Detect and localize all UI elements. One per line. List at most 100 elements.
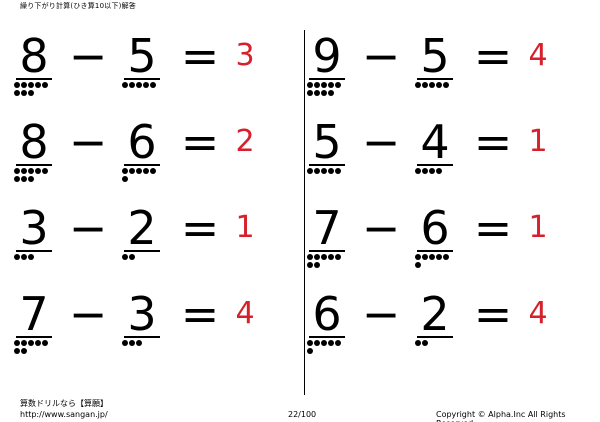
counting-dot <box>42 82 48 88</box>
counting-dot <box>415 340 421 346</box>
equals-sign: = <box>473 115 513 169</box>
answer-value: 1 <box>528 210 548 245</box>
operand-underline <box>124 78 160 80</box>
operand-digit: 4 <box>420 115 450 169</box>
operand-underline <box>417 250 453 252</box>
counting-dot <box>314 254 320 260</box>
counting-dot <box>42 340 48 346</box>
counting-dot <box>314 168 320 174</box>
equals-sign: = <box>180 287 220 341</box>
dot-row <box>122 176 166 183</box>
operand-subtrahend: 3 <box>120 288 164 368</box>
counting-dots <box>415 340 459 348</box>
operand-minuend: 6 <box>305 288 349 368</box>
counting-dot <box>129 340 135 346</box>
counting-dot <box>21 90 27 96</box>
counting-dot <box>129 168 135 174</box>
operand-minuend: 3 <box>12 202 56 282</box>
counting-dot <box>328 90 334 96</box>
dot-row <box>14 82 58 89</box>
counting-dot <box>122 340 128 346</box>
equals-sign: = <box>473 201 513 255</box>
minus-sign: − <box>361 29 401 83</box>
counting-dots <box>122 254 166 262</box>
operand-minuend: 5 <box>305 116 349 196</box>
counting-dot <box>136 168 142 174</box>
counting-dot <box>129 254 135 260</box>
operand-underline <box>309 250 345 252</box>
counting-dot <box>21 340 27 346</box>
counting-dot <box>28 340 34 346</box>
minus-sign: − <box>68 29 108 83</box>
counting-dot <box>21 168 27 174</box>
counting-dot <box>314 90 320 96</box>
equals-sign: = <box>180 29 220 83</box>
answer-value: 3 <box>235 38 255 73</box>
counting-dot <box>14 90 20 96</box>
counting-dots <box>415 168 459 176</box>
dot-row <box>415 168 459 175</box>
page-title: 繰り下がり計算(ひき算10以下)解答 <box>20 2 136 10</box>
problem-row: 8−6=2 <box>12 116 302 196</box>
counting-dot <box>321 340 327 346</box>
counting-dot <box>21 254 27 260</box>
equals-sign: = <box>473 287 513 341</box>
answer-value: 2 <box>235 124 255 159</box>
operand-subtrahend: 2 <box>413 288 457 368</box>
footer-site-name: 算数ドリルなら【算願】 <box>20 399 108 408</box>
operand-digit: 5 <box>312 115 342 169</box>
operand-underline <box>417 78 453 80</box>
counting-dot <box>443 82 449 88</box>
counting-dot <box>21 82 27 88</box>
problem-row: 3−2=1 <box>12 202 302 282</box>
counting-dots <box>122 340 166 348</box>
counting-dot <box>14 176 20 182</box>
counting-dot <box>422 340 428 346</box>
counting-dots <box>14 168 58 184</box>
operand-subtrahend: 5 <box>120 30 164 110</box>
dot-row <box>307 254 351 261</box>
counting-dot <box>14 254 20 260</box>
operand-underline <box>16 78 52 80</box>
equals-sign: = <box>180 201 220 255</box>
counting-dot <box>150 82 156 88</box>
counting-dot <box>429 254 435 260</box>
column-divider <box>304 30 305 395</box>
counting-dot <box>422 168 428 174</box>
operand-subtrahend: 2 <box>120 202 164 282</box>
operand-underline <box>417 336 453 338</box>
counting-dot <box>328 254 334 260</box>
minus-sign: − <box>68 287 108 341</box>
counting-dot <box>14 82 20 88</box>
counting-dot <box>422 254 428 260</box>
counting-dot <box>122 168 128 174</box>
counting-dot <box>307 262 313 268</box>
counting-dots <box>307 340 351 356</box>
counting-dots <box>415 82 459 90</box>
problem-row: 9−5=4 <box>305 30 595 110</box>
answer-value: 4 <box>528 38 548 73</box>
dot-row <box>122 254 166 261</box>
dot-row <box>307 262 351 269</box>
counting-dot <box>321 90 327 96</box>
counting-dot <box>429 168 435 174</box>
footer-copyright: Copyright © Alpha.Inc All Rights Reserve… <box>436 410 566 422</box>
counting-dots <box>14 82 58 98</box>
counting-dots <box>415 254 459 270</box>
counting-dot <box>28 82 34 88</box>
dot-row <box>14 254 58 261</box>
counting-dot <box>122 176 128 182</box>
counting-dot <box>314 340 320 346</box>
operand-underline <box>309 336 345 338</box>
operand-minuend: 7 <box>305 202 349 282</box>
operand-digit: 5 <box>420 29 450 83</box>
counting-dot <box>143 82 149 88</box>
counting-dot <box>415 168 421 174</box>
counting-dot <box>328 82 334 88</box>
counting-dot <box>35 82 41 88</box>
dot-row <box>307 90 351 97</box>
counting-dot <box>143 168 149 174</box>
footer-url[interactable]: http://www.sangan.jp/ <box>20 410 108 419</box>
operand-underline <box>16 250 52 252</box>
answer-value: 1 <box>528 124 548 159</box>
